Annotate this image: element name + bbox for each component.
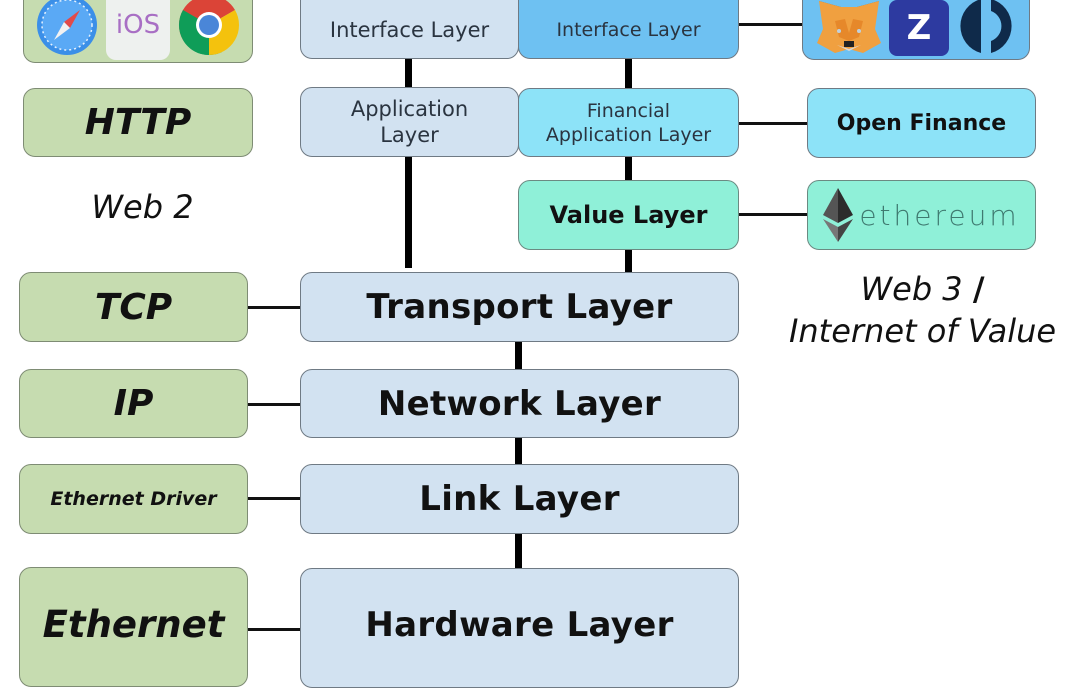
- open-finance-label: Open Finance: [836, 110, 1007, 136]
- link-layer-label: Link Layer: [419, 479, 620, 519]
- ethereum-diamond-icon: [823, 188, 854, 242]
- circle-split-icon: [955, 0, 1017, 57]
- http-label: HTTP: [84, 102, 192, 143]
- web2-application-layer: Application Layer: [300, 87, 519, 157]
- connector-interface-wallets: [738, 23, 806, 26]
- zerion-label: Z: [906, 8, 932, 48]
- network-layer: Network Layer: [300, 369, 739, 438]
- connector-web2-interface-application: [405, 58, 412, 88]
- financial-application-layer: Financial Application Layer: [518, 88, 739, 157]
- ethereum-label: ethereum: [859, 198, 1020, 232]
- tcp-label: TCP: [94, 286, 173, 328]
- web3-wallet-logos: Z: [802, 0, 1030, 60]
- chrome-icon: [178, 0, 240, 56]
- web3-caption-title: Web 3: [860, 270, 963, 308]
- ethernet-driver-box: Ethernet Driver: [19, 464, 248, 534]
- zerion-logo: Z: [889, 0, 949, 56]
- connector-link-hardware: [515, 533, 522, 569]
- web2-interface-layer: Interface Layer: [300, 0, 519, 59]
- value-layer-label: Value Layer: [549, 201, 708, 229]
- connector-ethdriver-link: [247, 497, 302, 500]
- web3-caption-line2: Internet of Value: [788, 312, 1057, 350]
- metamask-fox-icon: [815, 0, 883, 57]
- connector-transport-network: [515, 341, 522, 370]
- ethernet-box: Ethernet: [19, 567, 248, 687]
- value-layer: Value Layer: [518, 180, 739, 250]
- open-finance-box: Open Finance: [807, 88, 1036, 158]
- ethernet-driver-label: Ethernet Driver: [50, 488, 217, 510]
- web2-interface-layer-label: Interface Layer: [329, 17, 490, 42]
- web3-interface-layer: Interface Layer: [518, 0, 739, 59]
- connector-value-transport: [625, 248, 632, 273]
- ethereum-box: ethereum: [807, 180, 1036, 250]
- link-layer: Link Layer: [300, 464, 739, 534]
- financial-application-layer-label: Financial Application Layer: [545, 99, 712, 146]
- web2-application-layer-label: Application Layer: [350, 97, 469, 147]
- safari-compass-icon: [36, 0, 98, 56]
- ios-logo: iOS: [106, 0, 170, 60]
- hardware-layer: Hardware Layer: [300, 568, 739, 688]
- web3-caption-slash: /: [972, 270, 985, 308]
- ios-label: iOS: [115, 9, 161, 40]
- connector-web2-application-transport: [405, 156, 412, 268]
- web3-caption: Web 3 / Internet of Value: [765, 268, 1080, 352]
- connector-ip-network: [247, 403, 302, 406]
- connector-web3-interface-financial: [625, 58, 632, 88]
- ethernet-label: Ethernet: [42, 602, 225, 646]
- connector-ethernet-hardware: [247, 628, 302, 631]
- connector-financial-openfinance: [738, 122, 808, 125]
- connector-network-link: [515, 437, 522, 465]
- transport-layer-label: Transport Layer: [366, 287, 673, 327]
- connector-tcp-transport: [247, 306, 302, 309]
- web2-app-logos: iOS: [23, 0, 253, 63]
- web3-caption-line1: Web 3 /: [765, 268, 1080, 310]
- ip-label: IP: [113, 383, 154, 424]
- ip-box: IP: [19, 369, 248, 438]
- web3-interface-layer-label: Interface Layer: [556, 18, 701, 41]
- connector-web3-financial-value: [625, 156, 632, 180]
- connector-value-ethereum: [738, 213, 808, 216]
- http-box: HTTP: [23, 88, 253, 157]
- transport-layer: Transport Layer: [300, 272, 739, 342]
- network-layer-label: Network Layer: [377, 383, 662, 424]
- tcp-box: TCP: [19, 272, 248, 342]
- hardware-layer-label: Hardware Layer: [365, 605, 674, 645]
- web2-caption: Web 2: [91, 188, 194, 226]
